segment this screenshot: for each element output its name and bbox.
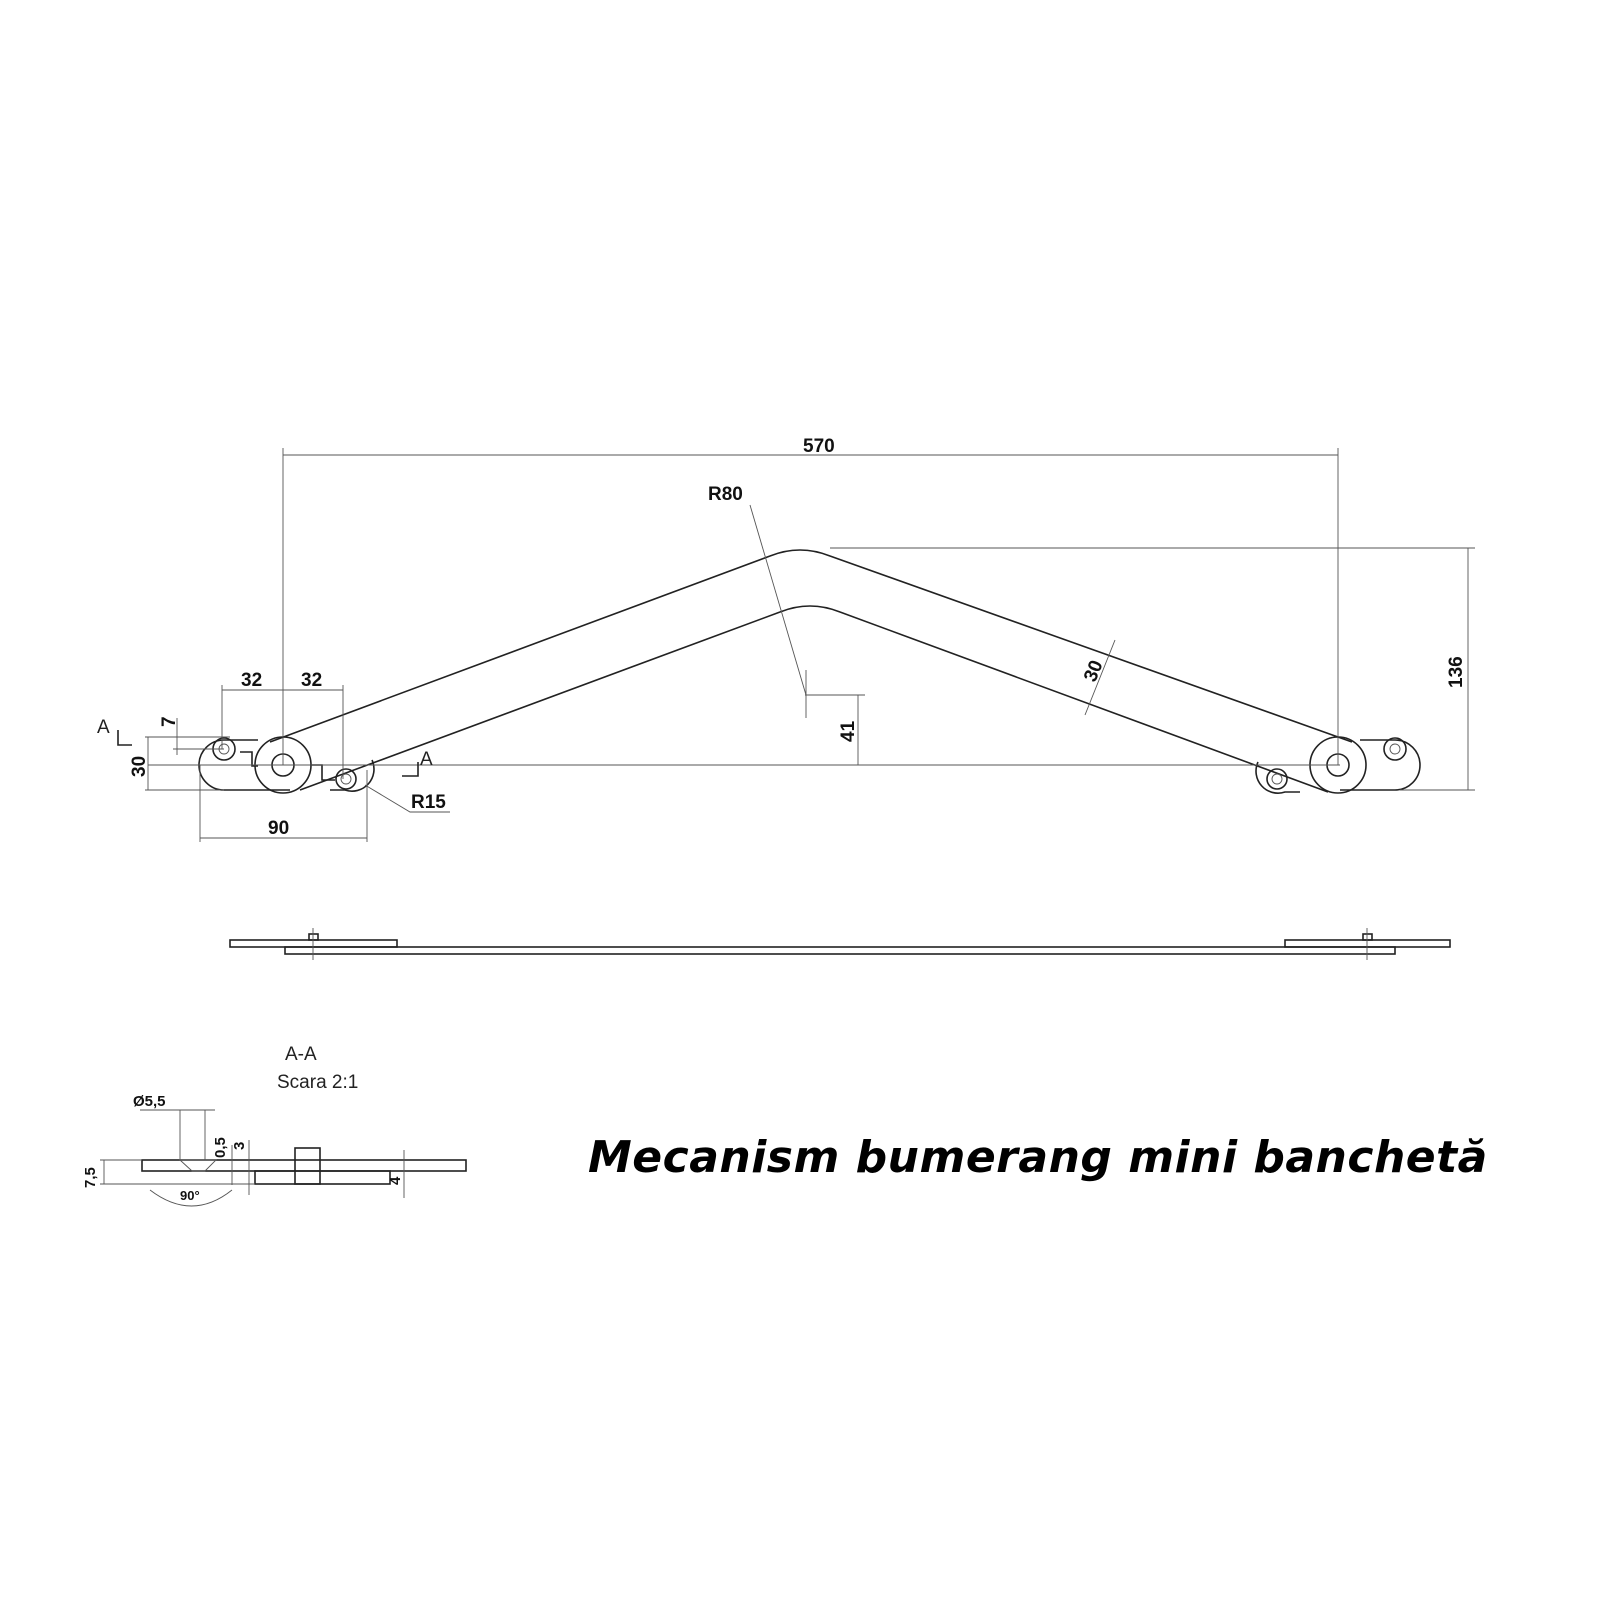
dim-30-width: 30 [1080,657,1107,684]
dim-41: 41 [838,720,859,742]
section-mark-right: A [420,749,433,770]
side-view [229,928,1451,960]
section-title: A-A [285,1044,317,1065]
dim-thickness-bottom: 4 [387,1176,404,1185]
dim-570: 570 [803,436,835,457]
drawing-title: Mecanism bumerang mini banchetă [588,1132,1488,1183]
dim-r15: R15 [411,792,446,813]
dim-7: 7 [159,716,180,727]
dim-r80: R80 [708,484,743,505]
section-scale: Scara 2:1 [277,1072,358,1093]
dimension-lines [117,448,1475,842]
dim-depth: 0,5 [212,1137,229,1158]
dim-90: 90 [268,818,289,839]
dim-thickness-top: 3 [231,1142,248,1150]
dim-diameter: Ø5,5 [133,1093,166,1110]
dim-32-right: 32 [301,670,322,691]
right-plate [1255,737,1421,794]
section-mark-left: A [97,717,110,738]
dim-32-left: 32 [241,670,262,691]
dim-angle: 90° [180,1188,200,1203]
dim-total: 7,5 [82,1167,99,1188]
dim-136: 136 [1446,656,1467,688]
dim-30-plate: 30 [129,756,150,777]
section-a-a [100,1109,467,1207]
